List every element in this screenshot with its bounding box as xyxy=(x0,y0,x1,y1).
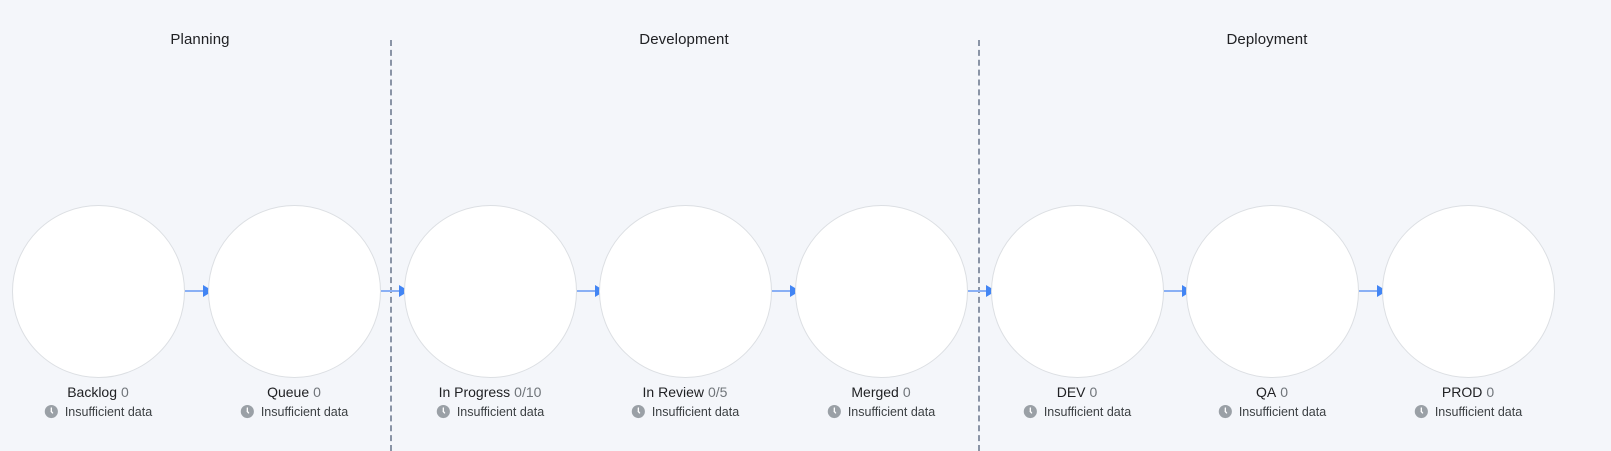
node-status-dev: Insufficient data xyxy=(1023,404,1131,419)
clock-icon xyxy=(1023,404,1038,419)
node-count-badge: 0 xyxy=(902,384,911,400)
clock-icon xyxy=(436,404,451,419)
phase-divider-2 xyxy=(978,40,980,451)
node-status-queue: Insufficient data xyxy=(240,404,348,419)
node-name-label: DEV xyxy=(1056,384,1086,400)
node-circle-in-review[interactable] xyxy=(598,204,772,378)
node-name-label: In Review xyxy=(642,384,704,400)
node-status-label: Insufficient data xyxy=(456,404,545,419)
node-status-label: Insufficient data xyxy=(1043,404,1132,419)
node-status-label: Insufficient data xyxy=(1238,404,1327,419)
node-status-in-review: Insufficient data xyxy=(631,404,739,419)
node-name-label: Merged xyxy=(851,384,899,400)
node-circle-in-progress[interactable] xyxy=(403,204,577,378)
node-count-badge: 0/10 xyxy=(514,384,542,400)
node-name-label: Queue xyxy=(267,384,310,400)
node-circle-merged[interactable] xyxy=(794,204,968,378)
node-count-badge: 0 xyxy=(1280,384,1289,400)
node-name-label: QA xyxy=(1255,384,1277,400)
clock-icon xyxy=(1414,404,1429,419)
node-name-label: PROD xyxy=(1441,384,1483,400)
node-count-badge: 0 xyxy=(1089,384,1098,400)
node-count-badge: 0/5 xyxy=(708,384,728,400)
clock-icon xyxy=(827,404,842,419)
node-status-label: Insufficient data xyxy=(1434,404,1523,419)
node-count-badge: 0 xyxy=(121,384,129,400)
phase-divider-1 xyxy=(390,40,392,451)
clock-icon xyxy=(44,404,59,419)
node-name-label: Backlog xyxy=(67,384,118,400)
node-status-qa: Insufficient data xyxy=(1218,404,1326,419)
node-status-prod: Insufficient data xyxy=(1414,404,1522,419)
node-count-badge: 0 xyxy=(1486,384,1495,400)
node-circle-qa[interactable] xyxy=(1185,204,1359,378)
node-status-label: Insufficient data xyxy=(847,404,936,419)
node-status-label: Insufficient data xyxy=(651,404,740,419)
node-circle-prod[interactable] xyxy=(1381,204,1555,378)
clock-icon xyxy=(631,404,646,419)
phase-header-development: Development xyxy=(639,31,729,48)
node-status-label: Insufficient data xyxy=(64,404,153,419)
node-status-label: Insufficient data xyxy=(260,404,349,419)
clock-icon xyxy=(1218,404,1233,419)
node-circle-dev[interactable] xyxy=(990,204,1164,378)
phase-header-deployment: Deployment xyxy=(1226,31,1308,48)
node-circle-backlog[interactable] xyxy=(11,204,185,378)
node-count-badge: 0 xyxy=(313,384,321,400)
node-status-in-progress: Insufficient data xyxy=(436,404,544,419)
phase-header-planning: Planning xyxy=(170,31,230,48)
node-status-backlog: Insufficient data xyxy=(44,404,152,419)
node-status-merged: Insufficient data xyxy=(827,404,935,419)
node-name-label: In Progress xyxy=(438,384,511,400)
node-circle-queue[interactable] xyxy=(207,204,381,378)
clock-icon xyxy=(240,404,255,419)
